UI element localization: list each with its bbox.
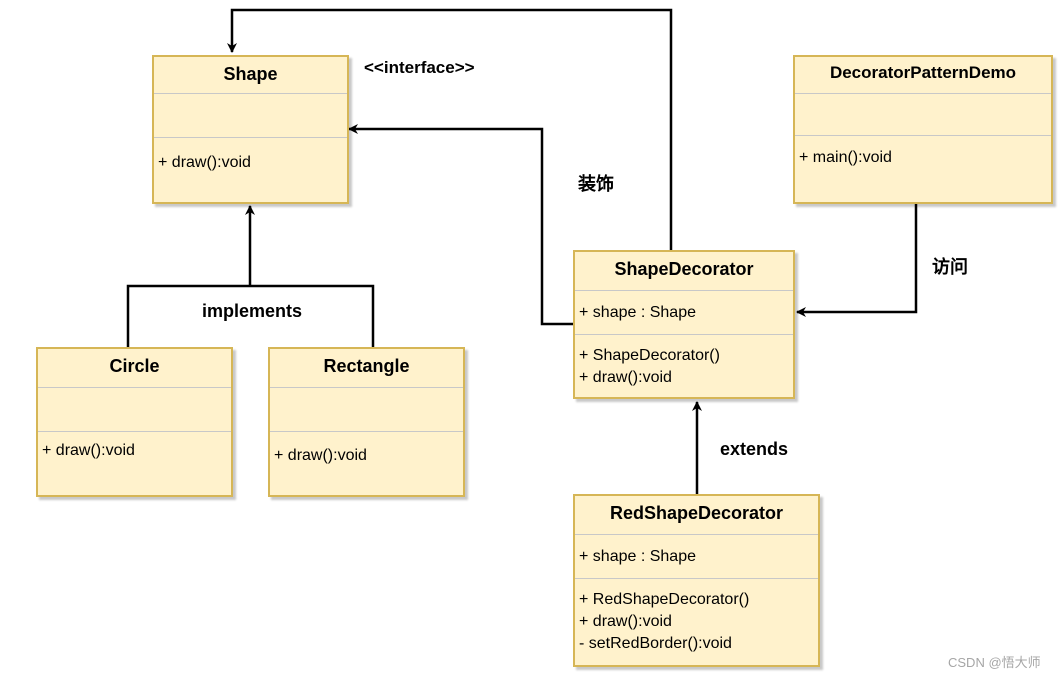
method: + draw():void [274, 447, 367, 464]
class-name: RedShapeDecorator [609, 502, 784, 523]
class-name: Circle [109, 355, 160, 376]
divider [270, 387, 463, 388]
divider [38, 431, 231, 432]
decorate-arrow [348, 124, 574, 326]
shape-class[interactable]: Shape + draw():void [152, 55, 349, 204]
method: + main():void [799, 149, 892, 166]
method: + draw():void [158, 154, 251, 171]
access-arrow [796, 204, 918, 317]
implements-label: implements [202, 301, 303, 321]
method: - setRedBorder():void [579, 635, 732, 652]
method: + draw():void [579, 613, 672, 630]
divider [575, 534, 818, 535]
class-name: Rectangle [323, 355, 410, 376]
divider [154, 93, 347, 94]
decorator-pattern-demo-class[interactable]: DecoratorPatternDemo + main():void [793, 55, 1053, 204]
interface-stereotype-label: <<interface>> [364, 58, 475, 77]
method: + RedShapeDecorator() [579, 591, 750, 608]
attribute: + shape : Shape [579, 304, 696, 321]
divider [154, 137, 347, 138]
class-name: ShapeDecorator [614, 258, 754, 279]
rectangle-class[interactable]: Rectangle + draw():void [268, 347, 465, 497]
shape-decorator-class[interactable]: ShapeDecorator + shape : Shape + ShapeDe… [573, 250, 795, 399]
access-label: 访问 [932, 257, 968, 277]
method: + ShapeDecorator() [579, 347, 720, 364]
divider [795, 93, 1051, 94]
divider [575, 578, 818, 579]
red-shape-decorator-class[interactable]: RedShapeDecorator + shape : Shape + RedS… [573, 494, 820, 667]
class-name: Shape [223, 63, 278, 84]
class-name: DecoratorPatternDemo [829, 63, 1017, 82]
top-return-arrow [227, 8, 673, 251]
divider [575, 334, 793, 335]
circle-class[interactable]: Circle + draw():void [36, 347, 233, 497]
divider [38, 387, 231, 388]
attribute: + shape : Shape [579, 548, 696, 565]
divider [575, 290, 793, 291]
method: + draw():void [579, 369, 672, 386]
decorate-label: 装饰 [578, 174, 614, 194]
watermark: CSDN @悟大师 [948, 655, 1041, 670]
divider [270, 431, 463, 432]
divider [795, 135, 1051, 136]
method: + draw():void [42, 442, 135, 459]
extends-label: extends [720, 439, 789, 459]
